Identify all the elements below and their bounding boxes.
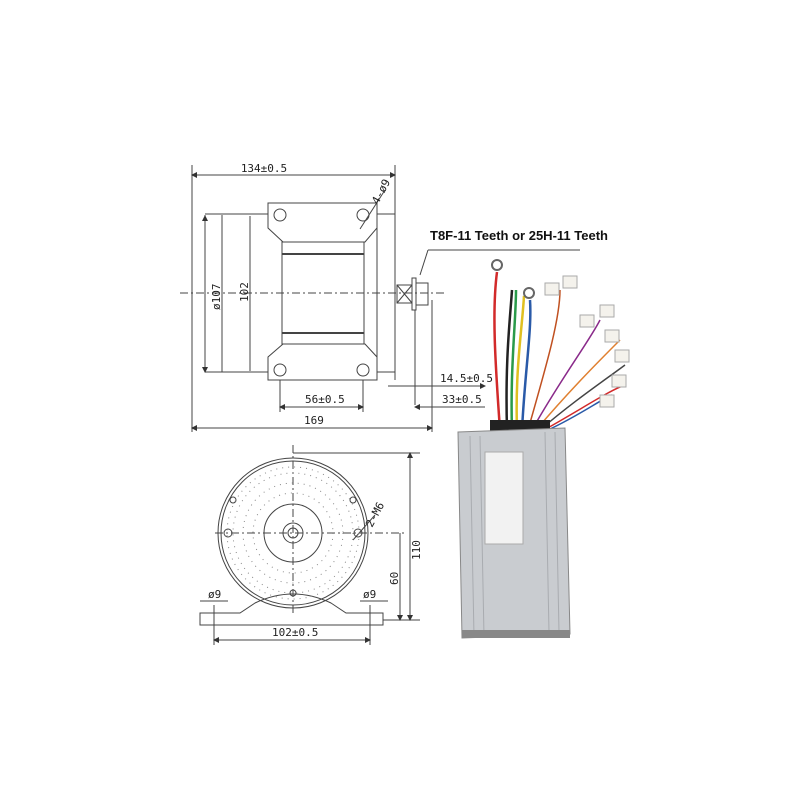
width-label: 134±0.5 (241, 162, 287, 175)
total-height-label: 110 (410, 540, 423, 560)
hole-spacing-label: 56±0.5 (305, 393, 345, 406)
total-length-label: 169 (304, 414, 324, 427)
height-label: 102 (238, 282, 251, 302)
holes-label: 4-ø9 (369, 177, 393, 207)
right-hole-label: ø9 (363, 588, 376, 601)
controller-box (457, 420, 571, 639)
connectors (544, 275, 630, 408)
thread-label: 2-M6 (363, 500, 387, 530)
diameter-label: ø107 (210, 284, 223, 311)
center-height-label: 60 (388, 572, 401, 585)
sprocket-callout: T8F-11 Teeth or 25H-11 Teeth (430, 228, 608, 243)
left-hole-label: ø9 (208, 588, 221, 601)
shaft-length-label: 33±0.5 (442, 393, 482, 406)
controller-wires (491, 259, 626, 431)
base-spacing-label: 102±0.5 (272, 626, 318, 639)
motor-top-view (180, 165, 580, 432)
controller-label-sticker (484, 451, 524, 545)
sprocket-offset-label: 14.5±0.5 (440, 372, 493, 385)
motor-front-view (199, 445, 420, 645)
